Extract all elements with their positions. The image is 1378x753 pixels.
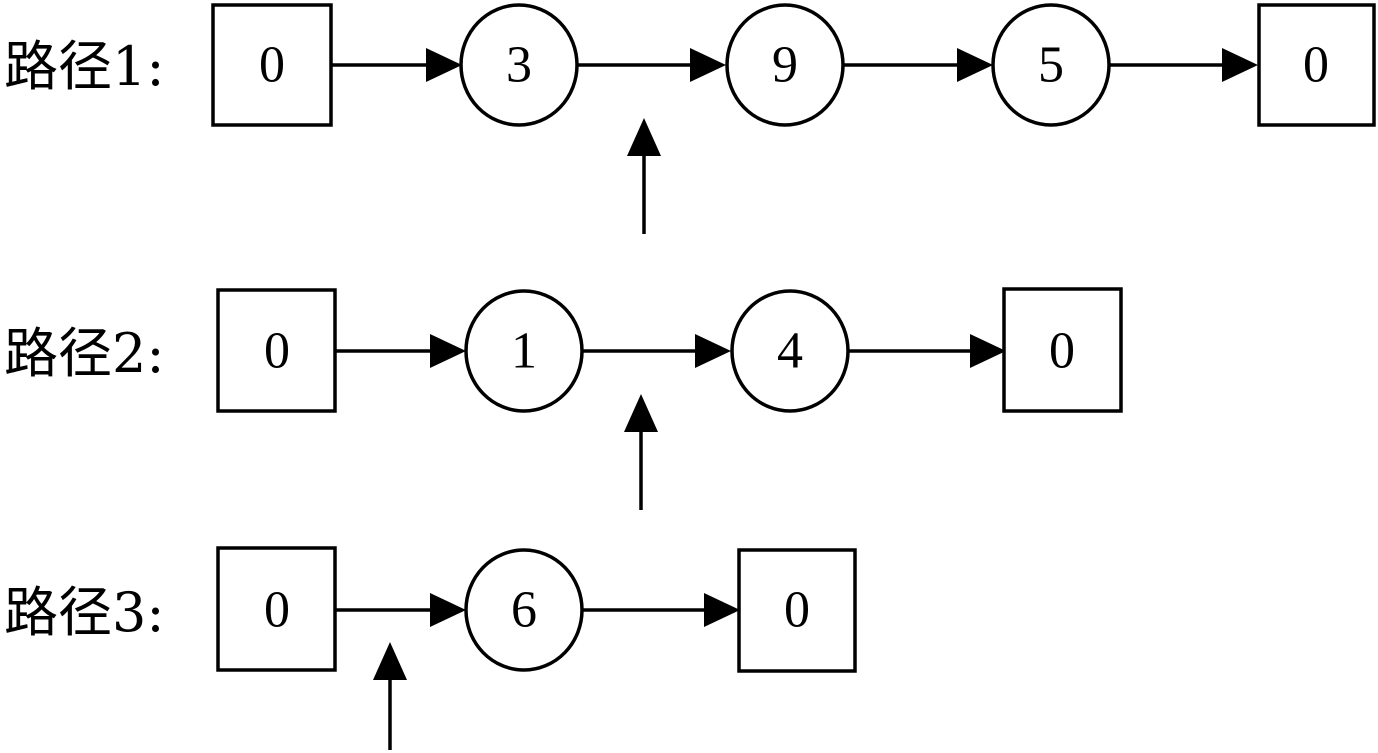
node-label: 0 [264, 323, 290, 380]
route-3-node-1: 0 [216, 546, 337, 672]
insert-arrowhead [373, 642, 407, 680]
route-1-node-4: 5 [991, 3, 1111, 127]
node-label: 0 [1303, 37, 1329, 94]
route-1: 路径1: 0 3 9 5 0 [4, 3, 1376, 127]
insert-arrowhead [627, 118, 661, 156]
route-2: 路径2: 0 1 4 0 [4, 287, 1123, 413]
route-3-label: 路径3: [4, 581, 165, 644]
depot-box [216, 288, 337, 413]
customer-circle [464, 548, 584, 672]
customer-circle [991, 3, 1111, 127]
insert-arrow-2-to-1 [627, 118, 661, 234]
customer-circle [725, 3, 845, 127]
node-label: 3 [506, 37, 532, 94]
route-1-arrowhead-4 [1222, 48, 1258, 82]
route-1-label: 路径1: [4, 35, 165, 98]
route-2-node-2: 1 [464, 289, 584, 413]
route-2-node-4: 0 [1002, 287, 1123, 413]
node-label: 1 [511, 323, 537, 380]
route-2-label: 路径2: [4, 322, 165, 385]
depot-box [1257, 3, 1376, 127]
node-label: 0 [259, 37, 285, 94]
route-1-node-1: 0 [211, 3, 333, 127]
node-label: 6 [511, 582, 537, 639]
depot-box [737, 548, 857, 673]
insert-arrowhead [624, 394, 658, 432]
depot-box [1002, 287, 1123, 413]
route-1-arrowhead-2 [690, 48, 726, 82]
route-1-arrowhead-3 [957, 48, 993, 82]
depot-box [211, 3, 333, 127]
route-3-arrowhead-1 [430, 593, 466, 627]
customer-circle [730, 289, 850, 413]
node-label: 9 [772, 37, 798, 94]
customer-circle [464, 289, 584, 413]
route-2-arrowhead-3 [970, 334, 1006, 368]
insert-arrow-into-3 [373, 642, 407, 750]
route-1-node-3: 9 [725, 3, 845, 127]
route-1-arrowhead-1 [426, 48, 462, 82]
route-2-arrowhead-2 [695, 334, 731, 368]
node-label: 0 [784, 582, 810, 639]
node-label: 4 [777, 323, 803, 380]
node-label: 0 [264, 582, 290, 639]
node-label: 0 [1049, 323, 1075, 380]
route-2-arrowhead-1 [430, 334, 466, 368]
customer-circle [459, 3, 579, 127]
node-label: 5 [1038, 37, 1064, 94]
route-1-node-5: 0 [1257, 3, 1376, 127]
route-3: 路径3: 0 6 0 [4, 546, 857, 673]
route-2-node-1: 0 [216, 288, 337, 413]
insert-arrow-3-to-2 [624, 394, 658, 510]
route-3-node-3: 0 [737, 548, 857, 673]
depot-box [216, 546, 337, 672]
route-2-node-3: 4 [730, 289, 850, 413]
route-1-node-2: 3 [459, 3, 579, 127]
route-3-arrowhead-2 [704, 593, 740, 627]
route-3-node-2: 6 [464, 548, 584, 672]
